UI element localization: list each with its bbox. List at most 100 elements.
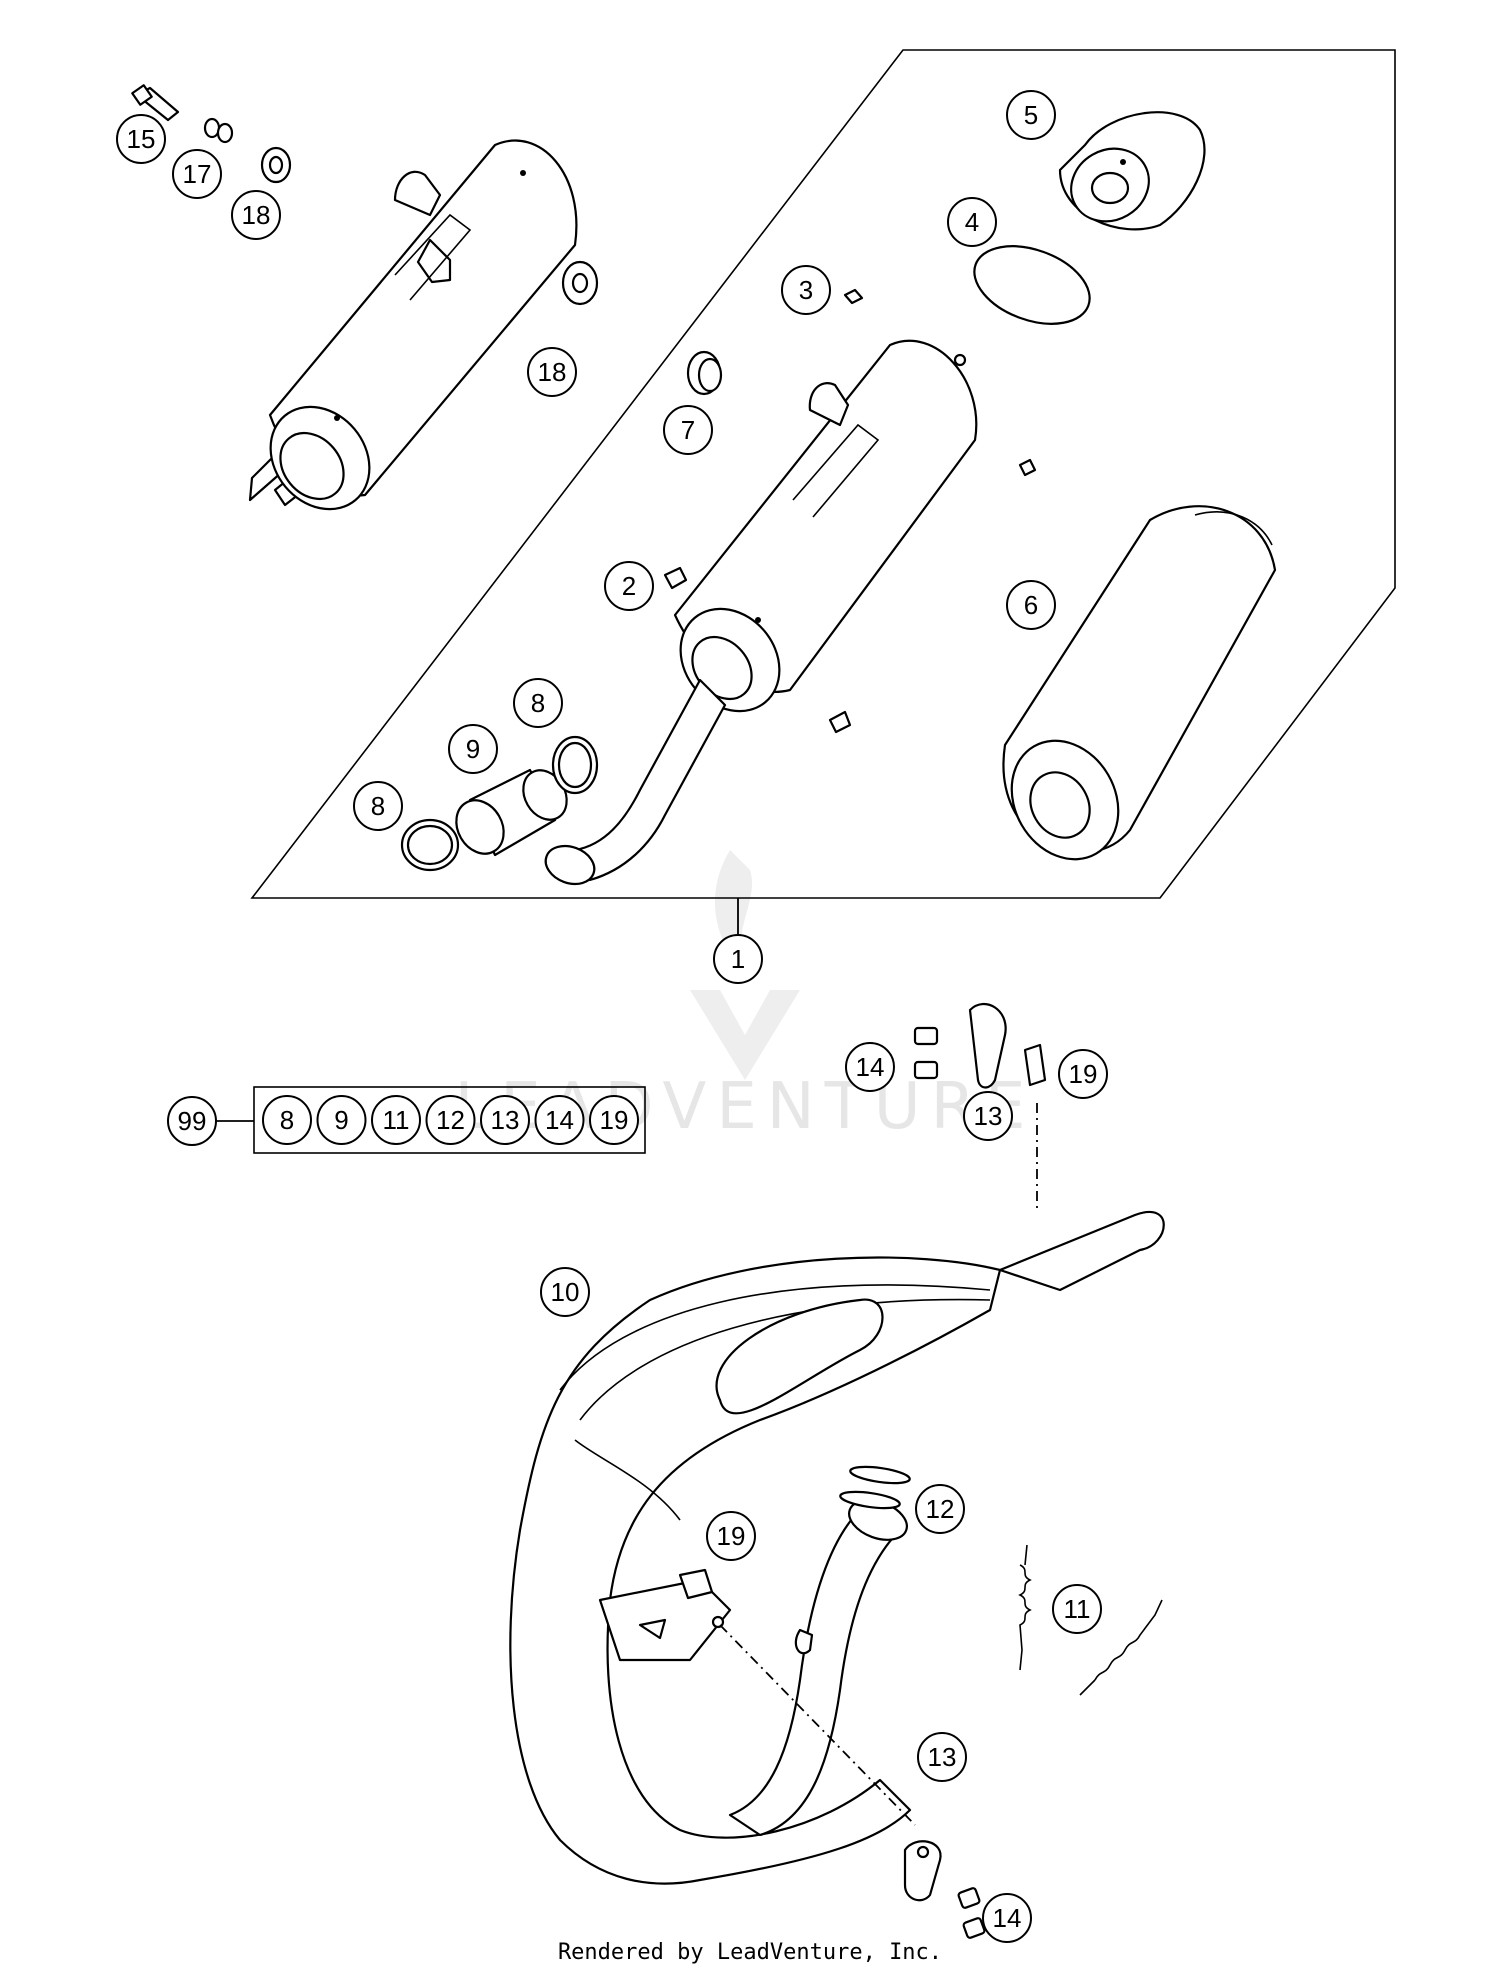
kit-99-item-label: 11	[383, 1105, 410, 1135]
header-pipe-10	[509, 1211, 1165, 1885]
callout-4: 4	[947, 197, 997, 247]
svg-text:10: 10	[551, 1277, 580, 1307]
svg-text:18: 18	[242, 200, 271, 230]
svg-text:1: 1	[731, 944, 745, 974]
silencer-installed	[248, 139, 578, 511]
callout-19-upper: 19	[1058, 1049, 1108, 1099]
callout-1: 1	[713, 934, 763, 984]
callout-12: 12	[915, 1484, 965, 1534]
callout-14-upper: 14	[845, 1042, 895, 1092]
svg-text:8: 8	[371, 791, 385, 821]
kit-99-item-circle	[316, 1095, 367, 1145]
callout-13-lower: 13	[917, 1732, 967, 1782]
callout-15: 15	[116, 114, 166, 164]
kit-99-item-label: 9	[334, 1105, 348, 1135]
callout-9: 9	[448, 724, 498, 774]
svg-text:17: 17	[183, 159, 212, 189]
callout-3: 3	[781, 265, 831, 315]
svg-text:19: 19	[717, 1521, 746, 1551]
bolt-14-lower	[957, 1887, 986, 1939]
kit-99-item: 9	[316, 1095, 367, 1145]
rivet-3b	[1018, 458, 1037, 477]
grommet-18-top	[260, 146, 292, 184]
bolt-15	[131, 84, 180, 122]
kit-99-items: 8 9 11 12 13 14 19	[262, 1095, 639, 1145]
kit-99-item-circle	[262, 1095, 312, 1145]
svg-text:8: 8	[531, 688, 545, 718]
watermark: LEADVENTURE	[455, 850, 1025, 1144]
svg-text:19: 19	[1069, 1059, 1098, 1089]
kit-99-item-label: 14	[545, 1105, 574, 1135]
callout-13-upper: 13	[963, 1091, 1013, 1141]
kit-99-item-label: 12	[436, 1105, 465, 1135]
o-ring-4	[973, 245, 1091, 325]
kit-99-item: 12	[425, 1095, 476, 1145]
kit-99-item-label: 13	[491, 1105, 520, 1135]
svg-text:14: 14	[856, 1052, 885, 1082]
callout-5: 5	[1006, 90, 1056, 140]
svg-text:13: 13	[928, 1742, 957, 1772]
grommet-18-mid	[561, 260, 599, 306]
leader-13-bottom	[719, 1624, 916, 1826]
spring-11	[1018, 1544, 1163, 1696]
gasket-12	[839, 1465, 911, 1510]
bracket-13-upper	[968, 1003, 1007, 1089]
kit-99-item: 13	[480, 1095, 530, 1145]
svg-text:6: 6	[1024, 590, 1038, 620]
svg-text:3: 3	[799, 275, 813, 305]
kit-99-item: 19	[589, 1095, 639, 1145]
callout-2: 2	[604, 561, 654, 611]
callout-8-right: 8	[513, 678, 563, 728]
bolt-14-upper	[913, 1026, 939, 1080]
callout-8-left: 8	[353, 781, 403, 831]
end-cap-5	[1058, 111, 1206, 231]
callout-99: 99	[167, 1096, 217, 1146]
callout-11: 11	[1052, 1584, 1102, 1634]
ring-8a	[400, 818, 460, 872]
kit-99-item: 11	[371, 1095, 421, 1145]
svg-text:2: 2	[622, 571, 636, 601]
svg-text:5: 5	[1024, 100, 1038, 130]
callout-6: 6	[1006, 580, 1056, 630]
callout-18-mid: 18	[527, 347, 577, 397]
svg-text:9: 9	[466, 734, 480, 764]
svg-text:18: 18	[538, 357, 567, 387]
svg-text:11: 11	[1064, 1594, 1091, 1624]
kit-99-item-label: 8	[280, 1105, 294, 1135]
kit-99-item: 14	[534, 1095, 585, 1145]
clip-19-upper	[1023, 1043, 1047, 1087]
svg-text:7: 7	[681, 415, 695, 445]
callout-7: 7	[663, 405, 713, 455]
ring-8b	[551, 735, 599, 795]
kit-99-item: 8	[262, 1095, 312, 1145]
kit-99-item-circle	[534, 1095, 585, 1145]
washer-17	[203, 117, 234, 144]
outer-shell-6	[1002, 505, 1277, 861]
clip-19-lower	[678, 1568, 714, 1600]
rivet-2	[663, 566, 688, 590]
kit-99-item-circle	[480, 1095, 530, 1145]
footer-credit: Rendered by LeadVenture, Inc.	[557, 1940, 943, 1965]
svg-text:99: 99	[178, 1106, 207, 1136]
grommet-7	[686, 350, 723, 396]
kit-99-box	[253, 1086, 646, 1154]
kit-99-item-circle	[589, 1095, 639, 1145]
svg-text:13: 13	[974, 1101, 1003, 1131]
rivet-2b	[828, 710, 852, 734]
callout-14-lower: 14	[982, 1893, 1032, 1943]
svg-text:14: 14	[993, 1903, 1022, 1933]
callout-19-lower: 19	[706, 1511, 756, 1561]
svg-text:15: 15	[127, 124, 156, 154]
kit-99-item-circle	[371, 1095, 421, 1145]
kit-frame	[250, 49, 1396, 899]
bracket-13-lower	[903, 1840, 942, 1902]
kit-99-item-circle	[425, 1095, 476, 1145]
kit-99-item-label: 19	[600, 1105, 629, 1135]
callout-18-top: 18	[231, 190, 281, 240]
callout-10: 10	[540, 1267, 590, 1317]
svg-text:12: 12	[926, 1494, 955, 1524]
kit-99: 99 8 9 11 12 13 14 19	[167, 1086, 646, 1154]
rivet-3	[843, 288, 864, 305]
silencer-body	[544, 339, 978, 886]
